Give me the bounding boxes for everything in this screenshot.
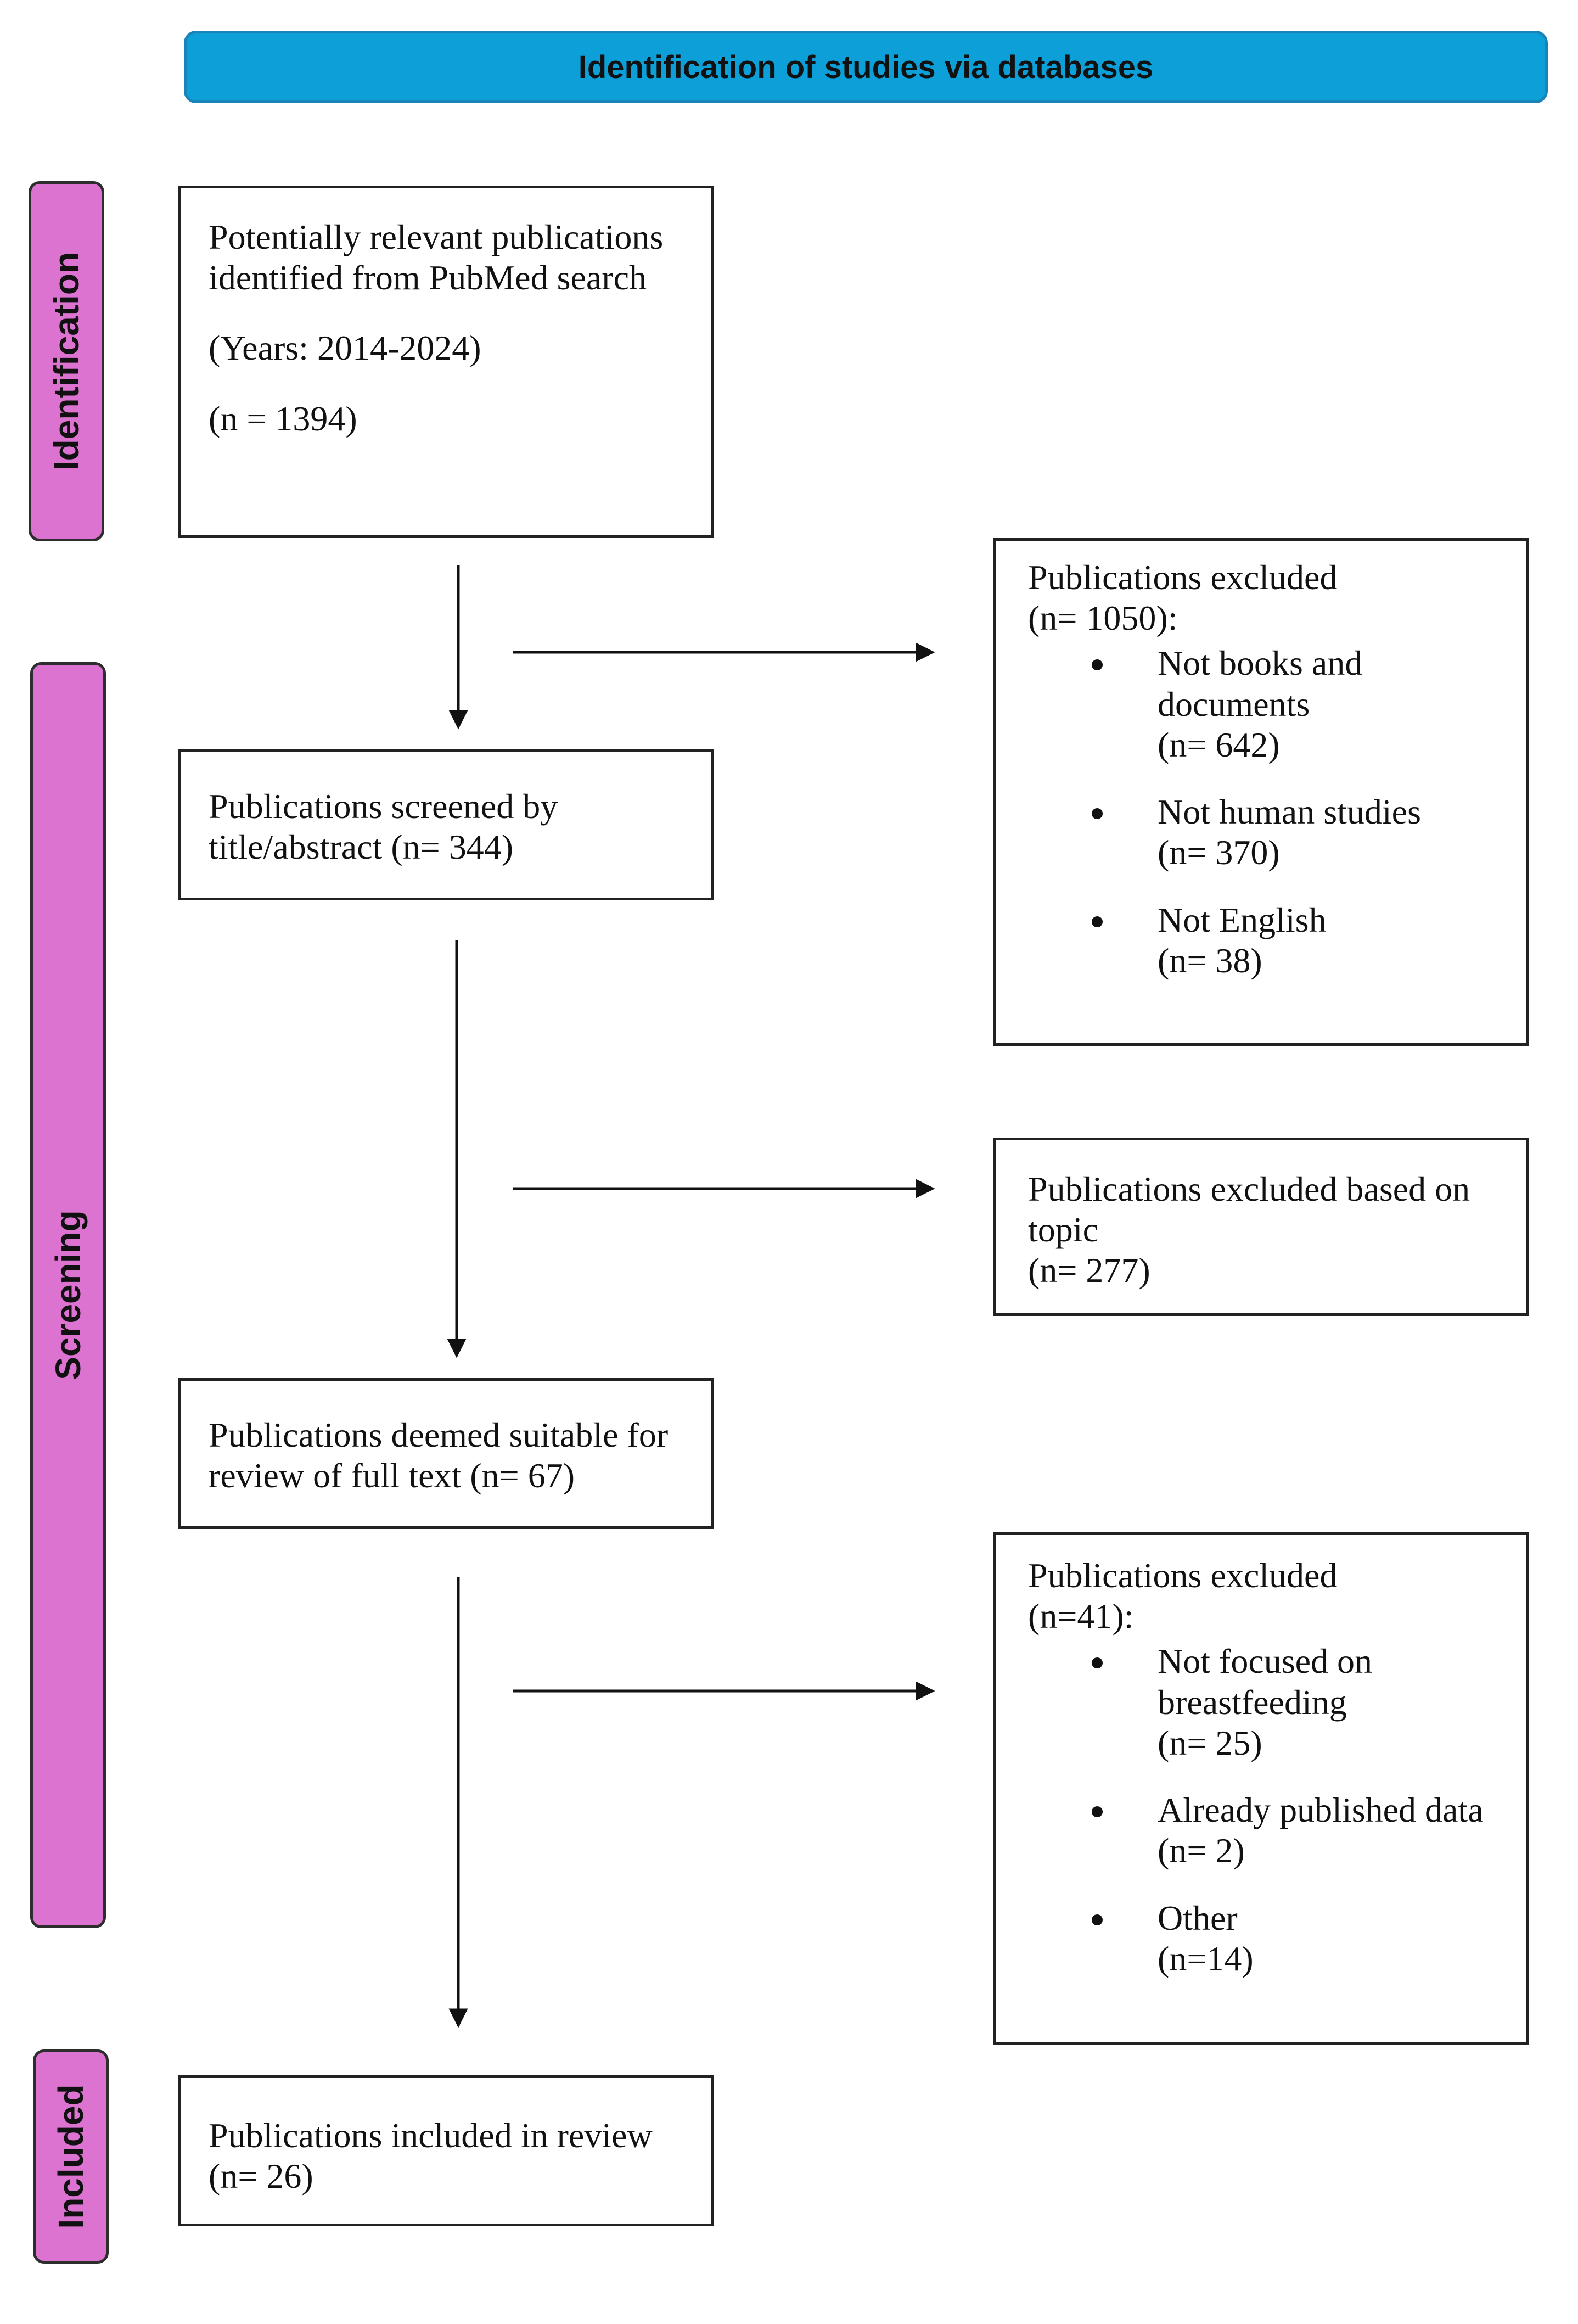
bullet-icon [1092,808,1103,820]
exclusion-item-label: Not books and documents [1158,643,1363,724]
bullet-icon [1092,1657,1103,1669]
exclusion-item: Not human studies (n= 370) [1028,792,1498,873]
included-box: Publications included in review (n= 26) [178,2075,714,2226]
header-title: Identification of studies via databases [578,49,1154,85]
exclusion-item-label: Not human studies [1158,792,1421,832]
phase-screening: Screening [30,662,106,1928]
exclusion-item: Not English (n= 38) [1028,900,1498,981]
exclusion-box-third: Publications excluded (n=41): Not focuse… [993,1532,1529,2045]
exclusion-item: Other (n=14) [1028,1898,1498,1979]
exclusion-first-count: (n= 1050): [1028,598,1178,638]
exclusion-item-count: (n= 2) [1158,1831,1245,1871]
included-count: (n= 26) [209,2157,313,2196]
identified-text: Potentially relevant publications identi… [209,217,664,298]
header-banner: Identification of studies via databases [184,31,1548,103]
exclusion-item: Not focused on breastfeeding (n= 25) [1028,1641,1498,1763]
bullet-icon [1092,1806,1103,1818]
exclusion-item: Already published data (n= 2) [1028,1790,1498,1871]
screened-box: Publications screened by title/abstract … [178,749,714,900]
exclusion-item-count: (n= 642) [1158,725,1280,764]
screened-text: Publications screened by title/abstract … [209,787,558,867]
exclusion-third-count: (n=41): [1028,1597,1134,1636]
identified-box: Potentially relevant publications identi… [178,186,714,538]
bullet-icon [1092,1914,1103,1925]
exclusion-third-title: Publications excluded [1028,1556,1338,1595]
exclusion-third-list: Not focused on breastfeeding (n= 25) Alr… [1028,1641,1498,1979]
exclusion-item-label: Not English [1158,900,1327,939]
exclusion-box-topic: Publications excluded based on topic (n=… [993,1138,1529,1316]
identified-count: (n = 1394) [209,399,357,438]
exclusion-topic-title: Publications excluded based on topic [1028,1169,1470,1250]
exclusion-item: Not books and documents (n= 642) [1028,643,1498,765]
exclusion-first-list: Not books and documents (n= 642) Not hum… [1028,643,1498,981]
full-text-text: Publications deemed suitable for review … [209,1415,669,1496]
exclusion-item-label: Already published data [1158,1790,1484,1830]
bullet-icon [1092,659,1103,671]
exclusion-item-label: Other [1158,1898,1238,1937]
exclusion-first-title: Publications excluded [1028,558,1338,597]
included-title: Publications included in review [209,2116,653,2155]
phase-identification: Identification [29,181,104,541]
exclusion-box-first: Publications excluded (n= 1050): Not boo… [993,538,1529,1046]
bullet-icon [1092,916,1103,927]
exclusion-topic-count: (n= 277) [1028,1251,1150,1290]
exclusion-item-count: (n= 38) [1158,940,1262,980]
identified-years: (Years: 2014-2024) [209,328,481,368]
phase-included: Included [33,2049,109,2264]
full-text-box: Publications deemed suitable for review … [178,1378,714,1529]
exclusion-item-count: (n= 370) [1158,833,1280,872]
exclusion-item-count: (n=14) [1158,1939,1254,1978]
exclusion-item-count: (n= 25) [1158,1723,1262,1762]
exclusion-item-label: Not focused on breastfeeding [1158,1642,1373,1722]
